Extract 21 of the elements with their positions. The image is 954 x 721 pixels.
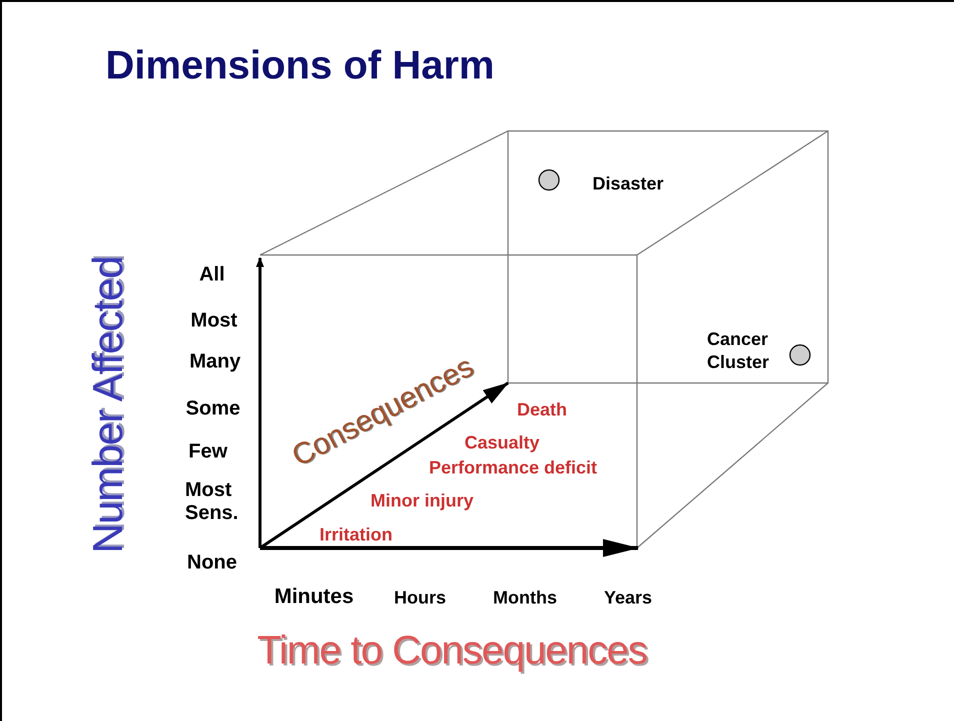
axis-tick-label: Hours — [394, 588, 446, 608]
axis-tick-label: Few — [188, 440, 228, 464]
axis-tick-label: Most Sens. — [185, 479, 240, 525]
axis-title: Number Affected — [84, 256, 132, 554]
scale-label: Death — [517, 400, 567, 420]
axis-tick-label: Months — [493, 588, 557, 608]
axis-tick-label: None — [187, 552, 237, 574]
axis-tick-label: Some — [186, 398, 240, 420]
axis-tick-label: Many — [189, 350, 241, 374]
scale-label: Irritation — [320, 524, 392, 546]
point-label: Cancer Cluster — [707, 328, 770, 374]
data-point-marker — [538, 169, 560, 191]
axis-tick-label: Minutes — [274, 585, 354, 609]
axis-title: Time to Consequences — [257, 628, 647, 674]
scale-label: Minor injury — [370, 490, 474, 512]
axis-tick-label: All — [199, 264, 225, 286]
axis-tick-label: Most — [190, 310, 238, 332]
point-label: Disaster — [592, 174, 664, 194]
data-point-marker — [789, 344, 811, 366]
slide-title: Dimensions of Harm — [106, 44, 494, 88]
axis-tick-label: Years — [604, 588, 652, 608]
